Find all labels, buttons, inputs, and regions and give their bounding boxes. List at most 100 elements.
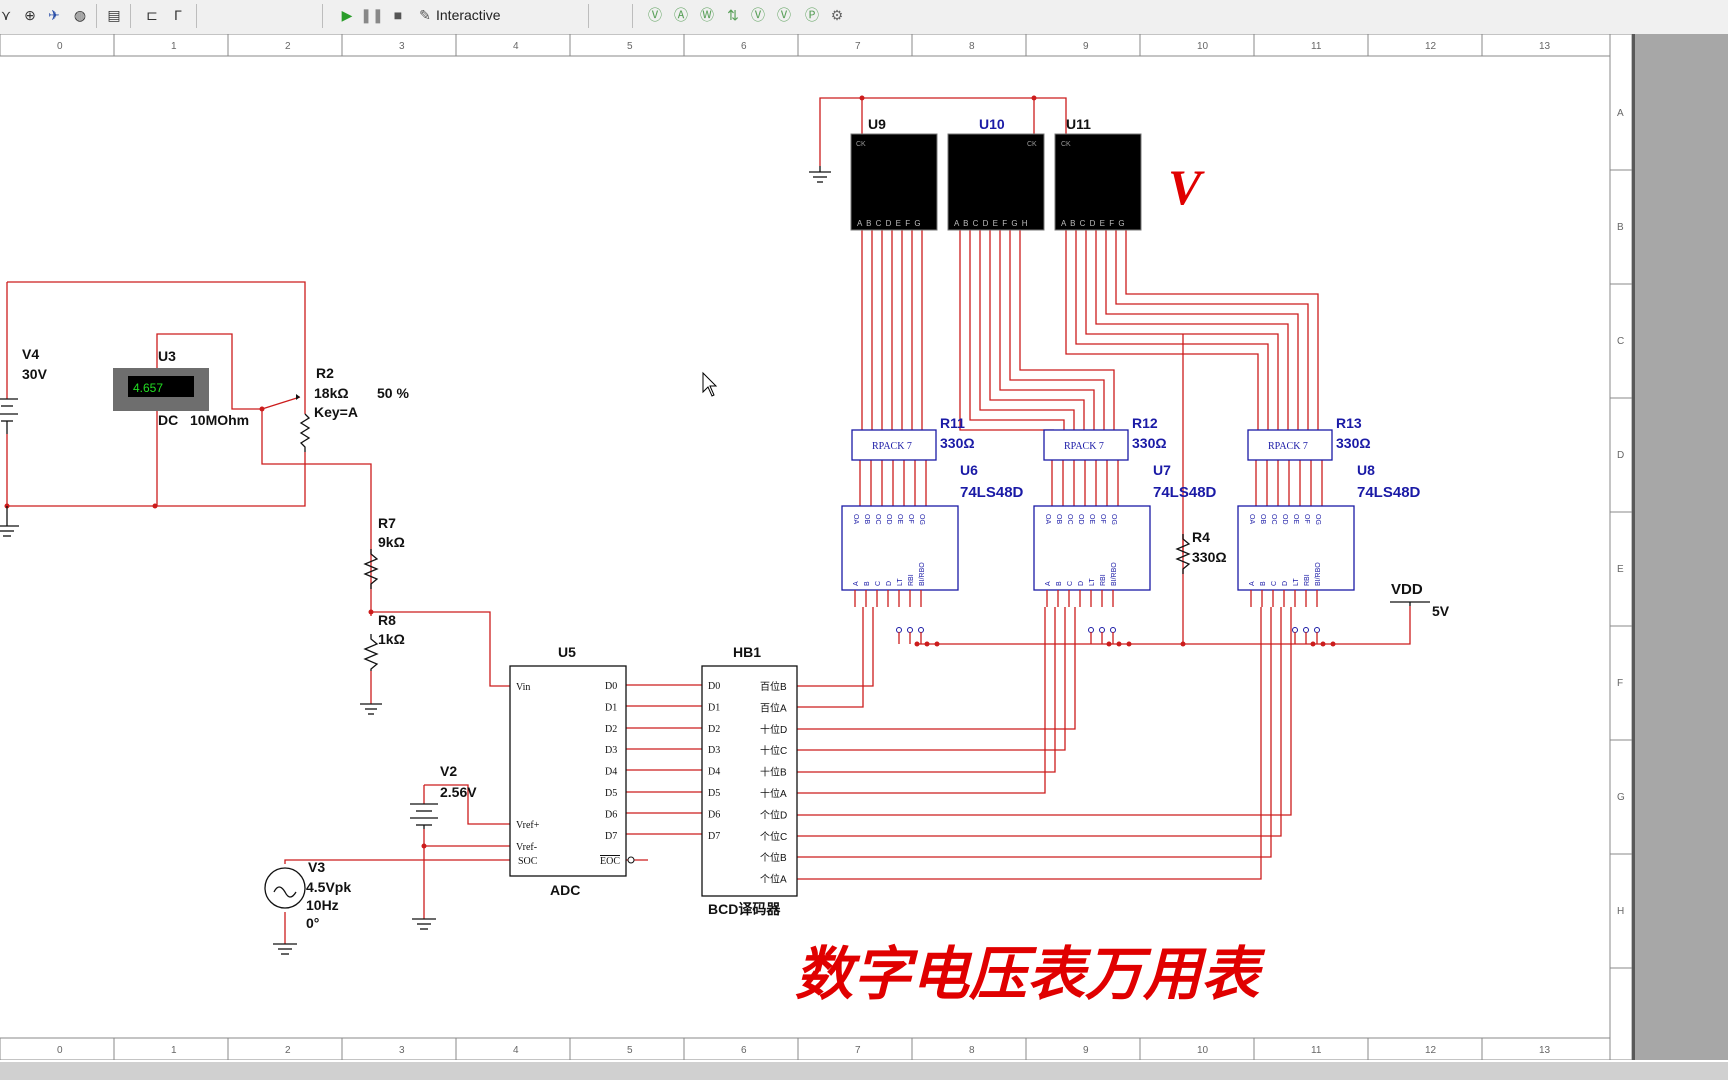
vdd-ref: VDD — [1391, 581, 1423, 598]
probe-w-icon[interactable]: Ⓦ — [700, 7, 714, 23]
ruler-number: 5 — [627, 41, 633, 52]
decoder-bottom-pin: BI/RBO — [1111, 562, 1118, 586]
hb1-output-label: 个位C — [760, 830, 787, 843]
probe-p-icon[interactable]: Ⓟ — [805, 7, 819, 23]
probe-icon[interactable]: ⊕ — [24, 6, 36, 23]
vdd-value: 5V — [1432, 603, 1450, 619]
v3-phase: 0° — [306, 915, 319, 931]
hierarchy-icon[interactable]: ⊏ — [146, 6, 158, 23]
u5-adc[interactable] — [509, 665, 627, 877]
u3-multimeter[interactable] — [113, 368, 209, 411]
decoder-top-pin: OG — [1314, 514, 1321, 525]
r11-pack: RPACK 7 — [872, 441, 912, 452]
u11-display[interactable] — [1054, 133, 1142, 231]
ruler-number: 13 — [1539, 41, 1551, 52]
ruler-number: 4 — [513, 1045, 519, 1056]
r11-rpack[interactable] — [851, 429, 937, 461]
adc-output-label: D4 — [605, 767, 617, 778]
u7-decoder[interactable] — [1033, 505, 1151, 591]
decoder-top-pin: OF — [1303, 514, 1310, 524]
v2-battery[interactable] — [410, 803, 438, 829]
r7-resistor[interactable] — [363, 549, 379, 589]
hb1-output-label: 个位D — [760, 808, 787, 821]
decoder-top-pin: OA — [1044, 514, 1051, 524]
ruler-number: 2 — [285, 1045, 291, 1056]
hb1-bcd-decoder[interactable] — [701, 665, 798, 897]
ruler-number: 13 — [1539, 1045, 1551, 1056]
v3-ac-source[interactable] — [264, 867, 306, 909]
cursor-icon[interactable]: ✈ — [48, 6, 60, 23]
r4-resistor[interactable] — [1175, 534, 1191, 574]
r8-resistor[interactable] — [363, 634, 379, 671]
probe-v-icon[interactable]: Ⓥ — [648, 7, 662, 23]
u11-pins: A B C D E F G — [1061, 219, 1126, 228]
r2-value: 18kΩ — [314, 385, 349, 401]
u3-mode: DC — [158, 412, 178, 428]
pause-icon[interactable]: ❚❚ — [360, 6, 384, 23]
u5-vref-plus: Vref+ — [516, 820, 540, 831]
decoder-bottom-pin: C — [1067, 581, 1074, 586]
status-strip — [0, 1062, 1728, 1080]
decoder-top-pin: OB — [1259, 514, 1266, 524]
scroll-gutter — [1632, 34, 1728, 1060]
play-icon[interactable]: ▶ — [341, 6, 353, 23]
v4-battery[interactable] — [0, 398, 18, 434]
u8-part: 74LS48D — [1357, 484, 1421, 501]
u10-display[interactable] — [947, 133, 1045, 231]
r7-ref: R7 — [378, 515, 396, 531]
decoder-bottom-pin: A — [1045, 581, 1052, 586]
pointer-icon[interactable]: ⋎ — [0, 6, 12, 23]
r12-rpack[interactable] — [1043, 429, 1129, 461]
decoder-bottom-pin: BI/RBO — [919, 562, 926, 586]
hb1-output-label: 十位D — [760, 723, 787, 736]
u9-display[interactable] — [850, 133, 938, 231]
r2-key: Key=A — [314, 404, 358, 420]
mode-label[interactable]: Interactive — [436, 7, 501, 23]
decoder-top-pin: OG — [1110, 514, 1117, 525]
ruler-number: 7 — [855, 41, 861, 52]
ruler-number: 0 — [57, 1045, 63, 1056]
u8-decoder[interactable] — [1237, 505, 1355, 591]
decoder-top-pin: OF — [907, 514, 914, 524]
u6-part: 74LS48D — [960, 484, 1024, 501]
u9-ref: U9 — [868, 116, 886, 132]
adc-output-label: D2 — [605, 724, 617, 735]
probe-vdd-icon[interactable]: Ⓥ — [777, 7, 791, 23]
u10-ck: CK — [1027, 141, 1037, 148]
v4-value: 30V — [22, 366, 48, 382]
r11-ref: R11 — [940, 415, 965, 431]
probe-a-icon[interactable]: Ⓐ — [674, 7, 688, 23]
r13-rpack[interactable] — [1247, 429, 1333, 461]
probe-vd-icon[interactable]: ⇅ — [727, 6, 739, 23]
r2-potentiometer[interactable] — [299, 413, 311, 452]
ruler-letter: A — [1617, 108, 1624, 119]
decoder-bottom-pin: C — [875, 581, 882, 586]
ruler-number: 10 — [1197, 41, 1209, 52]
ruler-number: 8 — [969, 41, 975, 52]
bug-icon[interactable]: ◍ — [73, 6, 87, 23]
decoder-top-pin: OE — [1292, 514, 1299, 524]
hb1-input-label: D2 — [708, 724, 720, 735]
decoder-top-pin: OG — [918, 514, 925, 525]
stop-icon[interactable]: ■ — [393, 7, 403, 23]
u6-decoder[interactable] — [841, 505, 959, 591]
hb1-output-label: 十位A — [760, 787, 787, 800]
hb1-name: BCD译码器 — [708, 901, 781, 917]
u10-ref: U10 — [979, 116, 1005, 132]
decoder-top-pin: OD — [1281, 514, 1288, 525]
v3-amplitude: 4.5Vpk — [306, 879, 351, 895]
vdd-supply[interactable] — [1390, 601, 1430, 606]
decoder-top-pin: OA — [1248, 514, 1255, 524]
step-icon[interactable]: Γ — [174, 7, 182, 23]
gear-icon[interactable]: ⚙ — [830, 6, 844, 23]
decoder-bottom-pin: B — [1260, 581, 1267, 586]
decoder-top-pin: OC — [1270, 514, 1277, 525]
v4-ref: V4 — [22, 346, 39, 362]
adc-output-label: D3 — [605, 745, 617, 756]
hb1-input-label: D1 — [708, 702, 720, 713]
probe-vref-icon[interactable]: Ⓥ — [751, 7, 765, 23]
u7-part: 74LS48D — [1153, 484, 1217, 501]
clipboard-icon[interactable]: ▤ — [107, 6, 121, 23]
r4-value: 330Ω — [1192, 549, 1227, 565]
